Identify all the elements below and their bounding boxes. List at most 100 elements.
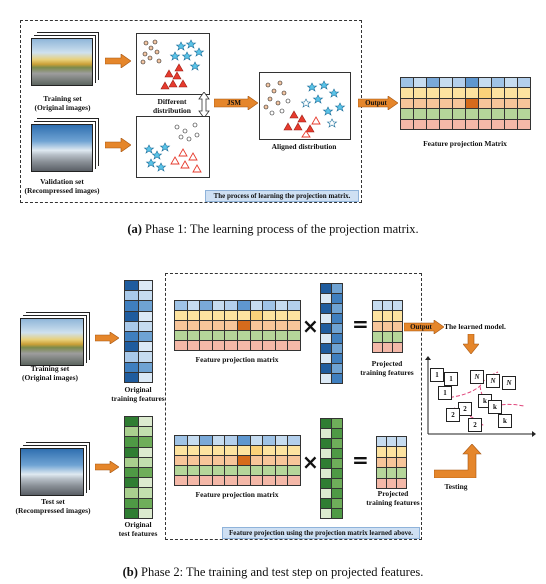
matrix-cell	[440, 88, 453, 99]
matrix-cell	[225, 341, 238, 351]
matrix-cell	[479, 119, 492, 130]
matrix-cell	[332, 469, 343, 479]
matrix-cell	[397, 437, 407, 448]
matrix-cell	[321, 459, 332, 469]
matrix-cell	[321, 314, 332, 324]
matrix-cell	[225, 466, 238, 476]
matrix-cell	[440, 119, 453, 130]
model-marker: k	[488, 400, 502, 414]
model-marker: k	[498, 414, 512, 428]
matrix-cell	[401, 78, 414, 89]
projected-training-features-bottom	[376, 436, 407, 489]
matrix-cell	[453, 109, 466, 120]
model-marker: 1	[438, 386, 452, 400]
matrix-cell	[250, 456, 264, 466]
arrow-right-icon	[105, 54, 131, 68]
matrix-cell	[288, 341, 301, 351]
jsm-arrow	[214, 96, 258, 110]
feature-projection-matrix-label: Feature projection Matrix	[423, 139, 507, 148]
matrix-cell	[321, 449, 332, 459]
matrix-cell	[427, 98, 440, 110]
matrix-cell	[332, 439, 343, 449]
matrix-cell	[332, 364, 343, 374]
matrix-cell	[175, 341, 188, 351]
matrix-cell	[393, 301, 403, 312]
phase2-output-label: Output	[410, 323, 432, 331]
matrix-cell	[125, 362, 139, 373]
model-marker: 2	[446, 408, 460, 422]
times-operator-bottom: ×	[302, 450, 319, 474]
matrix-cell	[212, 476, 226, 486]
matrix-cell	[518, 119, 531, 130]
original-test-features	[124, 416, 153, 519]
matrix-cell	[125, 447, 139, 458]
matrix-cell	[238, 341, 251, 351]
matrix-cell	[125, 321, 139, 332]
matrix-cell	[175, 321, 188, 331]
matrix-cell	[275, 311, 289, 321]
matrix-cell	[175, 456, 188, 466]
phase1-banner: The process of learning the projection m…	[205, 190, 359, 202]
matrix-cell	[321, 509, 332, 519]
phase2-training-set-label: Training set (Original images)	[21, 364, 79, 382]
matrix-cell	[250, 466, 264, 476]
matrix-cell	[466, 88, 479, 99]
matrix-cell	[187, 321, 201, 331]
testing-label: Testing	[444, 482, 468, 491]
matrix-cell	[139, 427, 153, 438]
matrix-cell	[288, 331, 301, 341]
matrix-cell	[397, 447, 407, 458]
model-marker: 1	[444, 372, 458, 386]
matrix-cell	[125, 437, 139, 448]
matrix-cell	[332, 324, 343, 334]
matrix-cell	[125, 342, 139, 353]
matrix-cell	[492, 78, 505, 89]
matrix-cell	[200, 311, 213, 321]
matrix-cell	[175, 331, 188, 341]
matrix-cell	[377, 468, 387, 479]
arrow-right-icon	[95, 332, 119, 344]
matrix-cell	[175, 466, 188, 476]
matrix-cell	[387, 468, 397, 479]
matrix-cell	[321, 374, 332, 384]
matrix-cell	[377, 447, 387, 458]
fpm-top-label: Feature projection matrix	[195, 355, 279, 364]
matrix-cell	[393, 332, 403, 343]
matrix-cell	[414, 78, 427, 89]
matrix-cell	[518, 109, 531, 120]
matrix-cell	[453, 78, 466, 89]
matrix-cell	[125, 498, 139, 509]
different-distribution-label: Different distribution	[153, 97, 191, 115]
matrix-cell	[453, 88, 466, 99]
matrix-cell	[250, 341, 264, 351]
arrow-right-icon	[95, 461, 119, 473]
matrix-cell	[518, 88, 531, 99]
matrix-cell	[200, 331, 213, 341]
matrix-cell	[440, 109, 453, 120]
matrix-cell	[212, 341, 226, 351]
matrix-cell	[377, 478, 387, 489]
matrix-cell	[288, 311, 301, 321]
matrix-cell	[238, 466, 251, 476]
matrix-cell	[321, 469, 332, 479]
phase2-panel	[165, 273, 422, 540]
model-marker: N	[486, 374, 500, 388]
matrix-cell	[139, 352, 153, 363]
matrix-cell	[321, 334, 332, 344]
matrix-cell	[332, 479, 343, 489]
original-training-features-label: Original training features	[111, 385, 165, 403]
matrix-cell	[387, 478, 397, 489]
matrix-cell	[387, 447, 397, 458]
matrix-cell	[492, 119, 505, 130]
matrix-cell	[200, 446, 213, 456]
training-image-stack	[31, 38, 93, 86]
matrix-cell	[263, 436, 276, 446]
matrix-cell	[125, 281, 139, 292]
matrix-cell	[275, 341, 289, 351]
matrix-cell	[263, 321, 276, 331]
matrix-cell	[139, 291, 153, 302]
matrix-cell	[187, 466, 201, 476]
output-arrow	[404, 320, 444, 334]
matrix-cell	[187, 436, 201, 446]
